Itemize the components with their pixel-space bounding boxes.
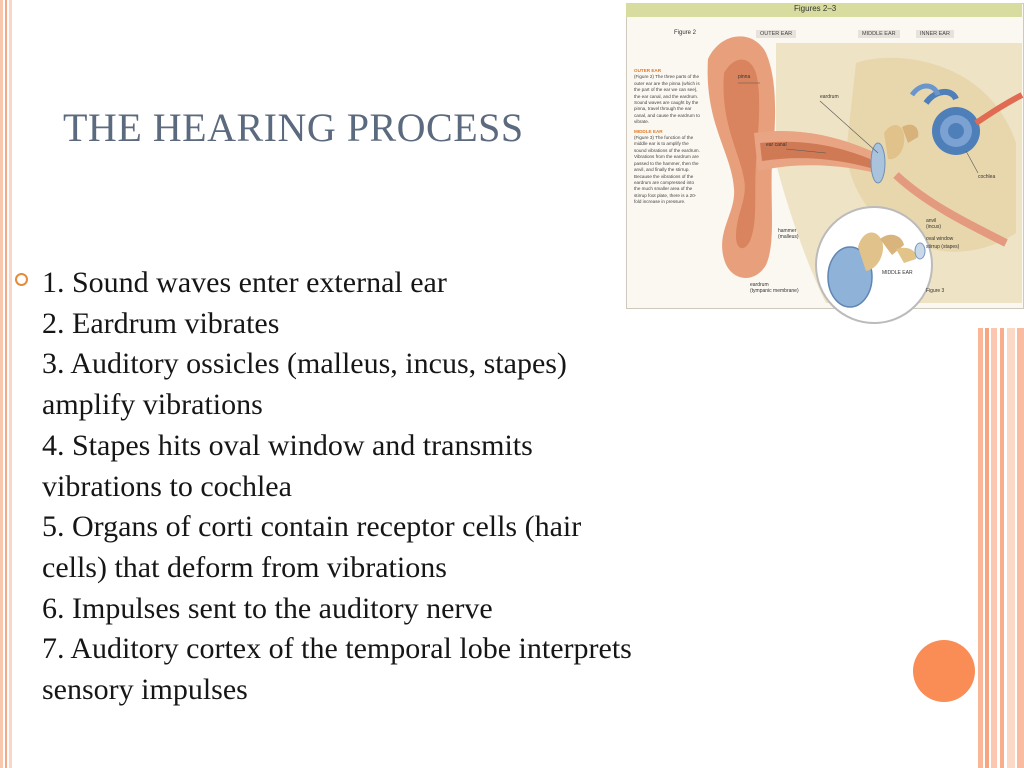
slide-title: THE HEARING PROCESS — [63, 105, 524, 150]
label-anvil-text: anvil — [926, 218, 937, 224]
ear-anatomy-figure: Figures 2–3 — [626, 3, 1024, 331]
steps-list: 1. Sound waves enter external ear 2. Ear… — [42, 263, 842, 711]
label-oval-window: oval window — [926, 236, 954, 242]
label-eardrum-membrane: eardrum (tympanic membrane) — [750, 282, 799, 294]
ear-illustration — [707, 36, 1024, 324]
outer-ear-text: (Figure 2) The three parts of the outer … — [634, 74, 700, 125]
label-stirrup: stirrup (stapes) — [926, 244, 960, 250]
label-eardrum: eardrum — [820, 94, 839, 100]
middle-ear-text: (Figure 3) The function of the middle ea… — [634, 135, 700, 205]
label-hammer: hammer (malleus) — [778, 228, 799, 240]
column-label-middle: MIDDLE EAR — [858, 30, 900, 38]
label-middle-ear: MIDDLE EAR — [882, 270, 913, 276]
right-decorative-stripes — [978, 328, 1024, 768]
label-malleus-text: (malleus) — [778, 233, 799, 240]
outer-ear-heading: OUTER EAR — [634, 68, 662, 73]
left-decorative-stripes — [0, 0, 14, 768]
label-tympanic-text: (tympanic membrane) — [750, 287, 799, 294]
step-line: 3. Auditory ossicles (malleus, incus, st… — [42, 347, 567, 381]
step-line: sensory impulses — [42, 673, 248, 707]
column-label-outer: OUTER EAR — [756, 30, 797, 38]
label-hammer-text: hammer — [778, 228, 797, 234]
label-pinna: pinna — [738, 74, 751, 80]
step-line: 7. Auditory cortex of the temporal lobe … — [42, 632, 632, 666]
label-incus-text: (incus) — [926, 223, 942, 230]
accent-circle — [913, 640, 975, 702]
figure-header: Figures 2–3 — [626, 3, 1022, 17]
bullet-icon — [15, 273, 28, 286]
step-line: 5. Organs of corti contain receptor cell… — [42, 510, 582, 544]
figure3-label: Figure 3 — [926, 288, 945, 294]
step-line: 2. Eardrum vibrates — [42, 306, 280, 340]
step-line: cells) that deform from vibrations — [42, 550, 447, 584]
step-line: 1. Sound waves enter external ear — [42, 266, 447, 299]
step-line: amplify vibrations — [42, 388, 263, 422]
label-ear-canal: ear canal — [766, 142, 787, 148]
label-eardrum2-text: eardrum — [750, 282, 769, 288]
figure-header-text: Figures 2–3 — [794, 4, 837, 13]
middle-ear-heading: MIDDLE EAR — [634, 128, 663, 134]
figure2-label: Figure 2 — [674, 30, 697, 36]
label-cochlea: cochlea — [978, 174, 996, 180]
label-anvil: anvil (incus) — [926, 218, 942, 230]
step-line: vibrations to cochlea — [42, 469, 292, 503]
step-line: 4. Stapes hits oval window and transmits — [42, 428, 533, 462]
figure-side-text: OUTER EAR (Figure 2) The three parts of … — [634, 68, 700, 209]
step-line: 6. Impulses sent to the auditory nerve — [42, 591, 493, 625]
column-label-inner: INNER EAR — [916, 30, 954, 38]
